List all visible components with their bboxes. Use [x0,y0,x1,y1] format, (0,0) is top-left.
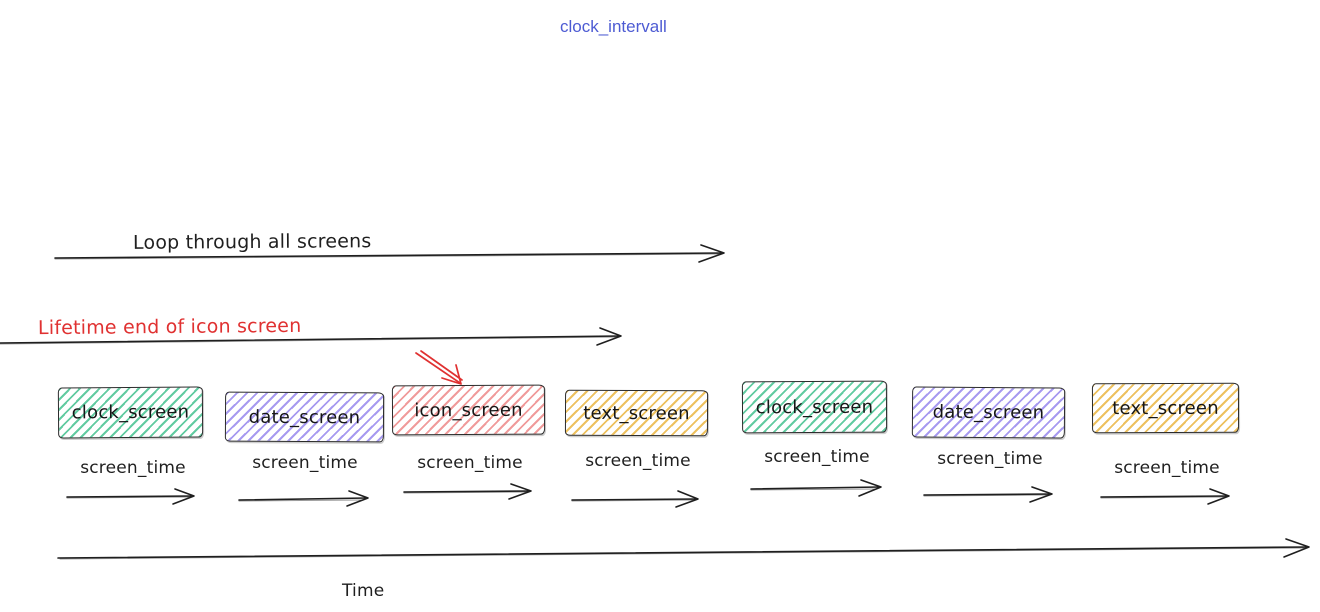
screen-time-arrow [571,490,699,508]
screen-box-date-1: date_screen [224,391,385,443]
screen-time-unit: screen_time [235,453,375,509]
screen-time-label: screen_time [585,451,691,471]
screen-time-arrow [750,479,882,497]
lifetime-arrow [0,327,622,346]
screen-time-arrow [1100,488,1230,505]
icon-screen-pointer-arrow [415,350,463,385]
screen-time-arrow [923,486,1053,503]
screen-time-label: screen_time [252,453,358,473]
screen-time-label: screen_time [937,449,1043,469]
time-axis-label: Time [342,581,385,601]
screen-time-label: screen_time [1114,458,1220,478]
screen-box-icon: icon_screen [391,384,546,436]
screen-time-unit: screen_time [920,449,1060,504]
screen-box-label: clock_screen [755,396,874,418]
screen-box-text-2: text_screen [1091,382,1240,434]
screen-box-label: icon_screen [414,399,523,421]
screen-box-clock-2: clock_screen [741,380,888,434]
screen-box-label: text_screen [1112,397,1219,419]
screen-time-arrow [403,483,532,500]
screen-box-label: date_screen [932,401,1045,424]
screen-time-unit: screen_time [747,447,887,498]
screen-time-arrow [66,488,195,505]
screen-time-unit: screen_time [568,451,708,509]
screen-time-label: screen_time [80,458,186,478]
screen-box-text-1: text_screen [564,389,709,437]
screen-time-unit: screen_time [400,453,540,501]
screen-time-unit: screen_time [63,458,203,506]
page-title: clock_intervall [560,17,667,36]
screen-box-clock-1: clock_screen [57,386,204,439]
screen-time-label: screen_time [417,453,523,473]
screen-time-label: screen_time [764,447,870,467]
screen-time-unit: screen_time [1097,458,1237,506]
screen-box-label: date_screen [248,406,361,428]
time-axis-arrow [57,538,1310,560]
loop-arrow [54,244,725,263]
screen-time-arrow [238,490,369,507]
screen-box-label: text_screen [583,402,690,424]
screen-box-label: clock_screen [71,401,190,424]
screen-box-date-2: date_screen [911,386,1066,439]
